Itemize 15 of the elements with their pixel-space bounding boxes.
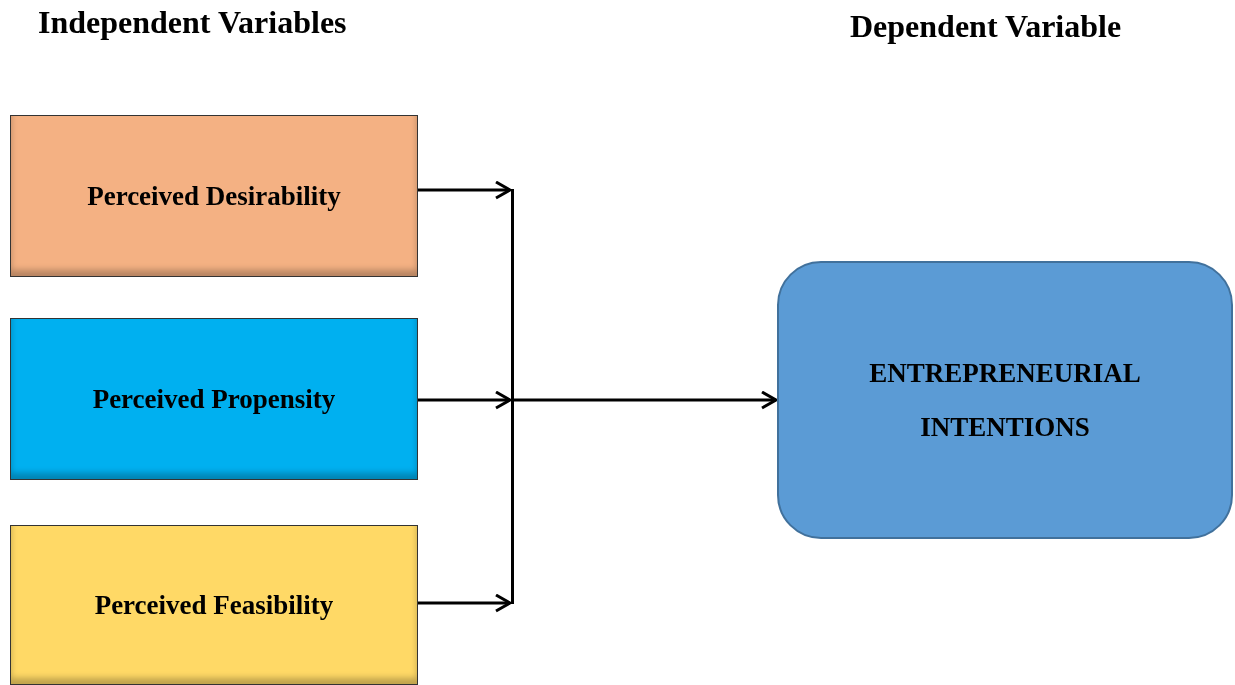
column-heading: Independent Variables xyxy=(38,4,347,41)
variable-box xyxy=(10,318,418,480)
column-heading: Dependent Variable xyxy=(850,8,1122,45)
node-label: ENTREPRENEURIAL INTENTIONS xyxy=(868,357,1142,444)
arrow xyxy=(418,390,512,410)
node-label: Perceived Propensity xyxy=(92,383,336,415)
node-label: Perceived Desirability xyxy=(87,180,341,212)
outcome-box xyxy=(777,261,1233,539)
junction-bar xyxy=(511,189,514,604)
arrow xyxy=(418,593,512,613)
arrow xyxy=(514,390,778,410)
variable-box xyxy=(10,115,418,277)
node-label: Perceived Feasibility xyxy=(94,589,334,621)
arrow xyxy=(418,180,512,200)
variable-box xyxy=(10,525,418,685)
